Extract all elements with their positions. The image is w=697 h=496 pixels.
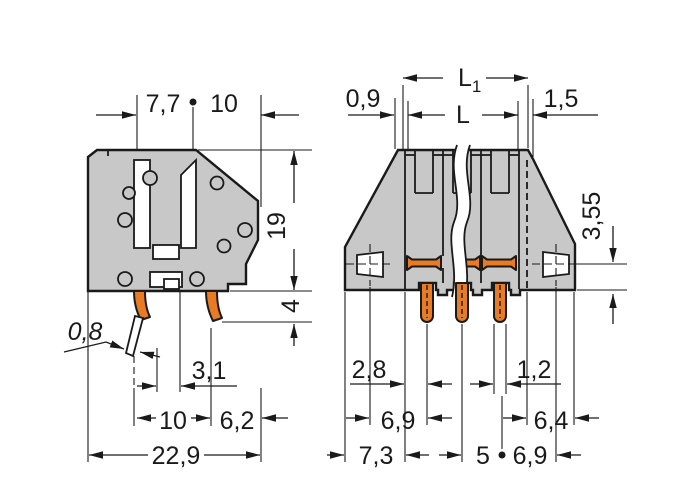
clamp-channel-2: [180, 157, 197, 249]
dim-label-6-2: 6,2: [220, 407, 255, 435]
dim-label-3-1: 3,1: [192, 357, 227, 385]
dim-label-10-top: 10: [210, 90, 238, 118]
housing-holes: [117, 170, 253, 287]
dim-label-19: 19: [263, 212, 291, 240]
dim-label-4: 4: [277, 299, 305, 313]
break-line: [450, 144, 472, 298]
pin-tip-cross-section: [124, 314, 145, 358]
reference-dot-top: [189, 98, 197, 106]
side-view-dimensions: 7,7 10 19 4 0,8 3,1 10 6,2 22,9: [63, 90, 312, 470]
side-view-housing: [86, 148, 260, 293]
dim-label-0-9: 0,9: [346, 85, 381, 113]
solder-pins-front: [420, 282, 507, 323]
dim-label-5: 5: [476, 442, 490, 470]
dim-label-6-9-left: 6,9: [381, 407, 416, 435]
side-view: [86, 148, 260, 358]
front-view: [343, 144, 580, 323]
dim-label-3-55: 3,55: [578, 192, 606, 241]
bottom-notch: [163, 278, 180, 290]
dim-label-0-8: 0,8: [68, 318, 103, 346]
dim-label-10-bottom: 10: [159, 407, 187, 435]
dim-label-6-4: 6,4: [534, 407, 569, 435]
solder-pin-side-right: [205, 290, 223, 322]
dim-label-1-2: 1,2: [517, 356, 552, 384]
dim-label-2-8: 2,8: [352, 356, 387, 384]
pole-chambers: [404, 150, 520, 289]
solder-pin-side-left: [133, 290, 151, 321]
front-view-dimensions: L1 L 0,9 1,5 3,55 2,8 1,2 6,9 6,4 7,3 5: [327, 64, 627, 470]
dim-label-1-5: 1,5: [544, 85, 579, 113]
reference-dot-bottom: [498, 451, 506, 459]
dim-label-7-3: 7,3: [359, 442, 394, 470]
dim-label-6-9-right: 6,9: [513, 442, 548, 470]
dim-label-L1: L1: [458, 64, 481, 96]
clamp-window-upper: [152, 244, 180, 260]
dim-label-22-9: 22,9: [152, 442, 201, 470]
mounting-hole-crosshairs: [346, 244, 580, 286]
dim-label-L: L: [456, 101, 470, 129]
dim-label-7-7: 7,7: [146, 90, 181, 118]
